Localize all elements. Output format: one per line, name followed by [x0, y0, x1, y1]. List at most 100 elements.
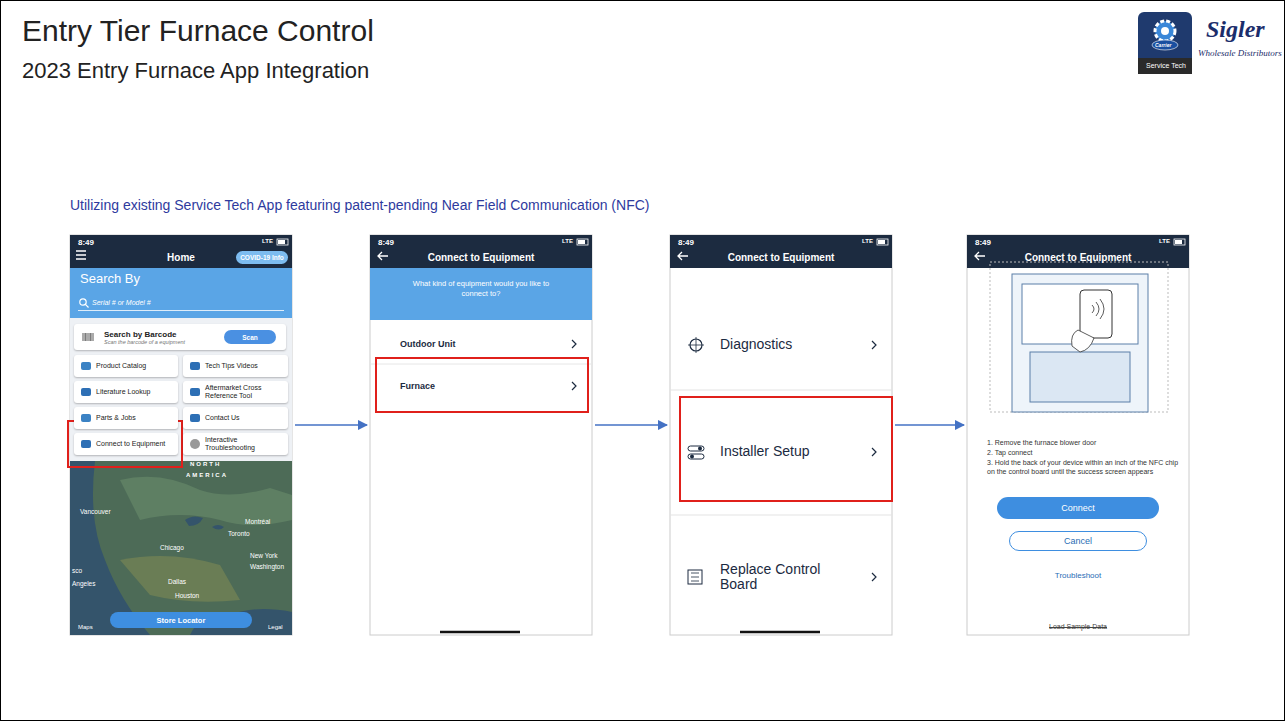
menu-card: Tech Tips Videos: [183, 355, 288, 377]
flow-arrow: [895, 424, 964, 426]
connect-button: Connect: [997, 497, 1159, 519]
node-text: 8:49: [78, 238, 94, 247]
map-label: New York: [250, 552, 277, 559]
map-label: Montréal: [245, 518, 270, 525]
menu-icon: [80, 386, 92, 398]
barcode-card: Search by BarcodeScan the barcode of a e…: [74, 324, 286, 350]
subtitle: 2023 Entry Furnace App Integration: [22, 58, 369, 84]
phone-screen: 8:49Connect to EquipmentWhat kind of equ…: [370, 235, 592, 635]
node-text: Connect to Equipment: [967, 252, 1189, 263]
phone-home-screen: [68, 235, 292, 635]
node-text: Aftermarket Cross Reference Tool: [205, 384, 285, 400]
map-label: sco: [72, 567, 82, 574]
status-text: LTE: [562, 238, 573, 244]
node-text: Serial # or Model #: [92, 299, 151, 306]
flow-arrow: [595, 424, 667, 426]
menu-row: Diagnostics: [670, 325, 892, 365]
brand-tagline: Wholesale Distributors: [1198, 48, 1282, 58]
nfc-illustration: [990, 262, 1168, 412]
node-text: Replace Control Board: [720, 562, 830, 593]
search-field: Serial # or Model #: [78, 295, 284, 311]
node-text: Scan: [242, 334, 258, 341]
node-text: Connect to Equipment: [370, 252, 592, 263]
menu-icon: [82, 331, 94, 343]
slide-title: Entry Tier Furnace Control: [22, 14, 374, 48]
node-text: Search by Barcode: [104, 330, 176, 339]
phone-screen: 8:49HomeCOVID-19 InfoSearch BySerial # o…: [70, 235, 292, 635]
menu-card: Contact Us: [183, 407, 288, 429]
phone-furnace-menu-screen: [670, 235, 892, 635]
cancel-button: Cancel: [1009, 531, 1147, 551]
node-text: COVID-19 Info: [240, 254, 284, 261]
node-text: Cancel: [1064, 536, 1092, 546]
menu-icon: [80, 438, 92, 450]
menu-icon: [78, 297, 90, 309]
logo-text: Service Tech: [1146, 62, 1186, 69]
node-text: Load Sample Data: [967, 623, 1189, 630]
status-text: LTE: [862, 238, 873, 244]
node-text: What kind of equipment would you like to…: [405, 279, 557, 299]
flow-arrow: [295, 424, 367, 426]
search-panel: Search By Serial # or Model #: [70, 268, 292, 318]
map-label: Toronto: [228, 530, 250, 537]
node-text: Parts & Jobs: [96, 414, 136, 422]
map-label: Legal: [268, 624, 283, 630]
node-text: Search By: [80, 271, 140, 286]
menu-row: Furnace: [370, 369, 592, 403]
node-text: Connect: [1061, 503, 1095, 513]
node-text: Tech Tips Videos: [205, 362, 258, 370]
menu-icon: [189, 438, 201, 450]
node-text: Diagnostics: [720, 337, 792, 352]
map-label: Angeles: [72, 580, 96, 587]
service-tech-logo: [1138, 12, 1192, 74]
map-label: NORTH: [190, 461, 221, 467]
scan-button: Scan: [224, 330, 276, 344]
menu-icon: [80, 412, 92, 424]
menu-card: Literature Lookup: [74, 381, 178, 403]
node-text: Connect to Equipment: [670, 252, 892, 263]
menu-card: Interactive Troubleshooting: [183, 433, 288, 455]
highlight-box: [376, 358, 588, 412]
phone-equipment-type-screen: [370, 235, 592, 635]
brand-name: Sigler: [1206, 16, 1265, 43]
map-label: Vancouver: [80, 508, 111, 515]
node-text: Furnace: [400, 381, 435, 391]
menu-row: Outdoor Unit: [370, 327, 592, 361]
menu-card: Aftermarket Cross Reference Tool: [183, 381, 288, 403]
node-text: 2. Tap connect: [987, 448, 1179, 457]
node-text: Troubleshoot: [967, 571, 1189, 580]
node-text: Installer Setup: [720, 444, 810, 459]
menu-card: Connect to Equipment: [74, 433, 178, 455]
node-text: Outdoor Unit: [400, 339, 456, 349]
logo-text: Carrier: [1155, 42, 1171, 48]
phone-screen: 8:49Connect to Equipment 1. Remove the fu…: [967, 235, 1189, 635]
menu-icon: [189, 360, 201, 372]
node-text: Product Catalog: [96, 362, 146, 370]
info-button: COVID-19 Info: [236, 251, 288, 264]
map-label: Houston: [175, 592, 199, 599]
map-label: Maps: [78, 624, 93, 630]
node-text: 8:49: [378, 238, 394, 247]
phone-screen: 8:49Connect to EquipmentDiagnosticsInsta…: [670, 235, 892, 635]
menu-card: Parts & Jobs: [74, 407, 178, 429]
node-text: Store Locator: [157, 616, 206, 625]
menu-row: Installer Setup: [670, 430, 892, 474]
node-text: Scan the barcode of a equipment: [104, 339, 185, 345]
menu-card: Product Catalog: [74, 355, 178, 377]
node-text: Interactive Troubleshooting: [205, 436, 285, 452]
node-text: Contact Us: [205, 414, 240, 422]
store-locator-button: Store Locator: [110, 612, 252, 628]
node-text: 1. Remove the furnace blower door: [987, 438, 1179, 447]
node-text: Literature Lookup: [96, 388, 150, 396]
node-text: 8:49: [975, 238, 991, 247]
note-text: Utilizing existing Service Tech App feat…: [70, 197, 649, 213]
menu-icon: [189, 386, 201, 398]
menu-icon: [189, 412, 201, 424]
node-text: Connect to Equipment: [96, 440, 165, 448]
menu-icon: [80, 360, 92, 372]
node-text: 8:49: [678, 238, 694, 247]
map-label: Washington: [250, 563, 284, 570]
map-label: AMERICA: [186, 472, 228, 478]
highlight-box: [680, 397, 892, 501]
